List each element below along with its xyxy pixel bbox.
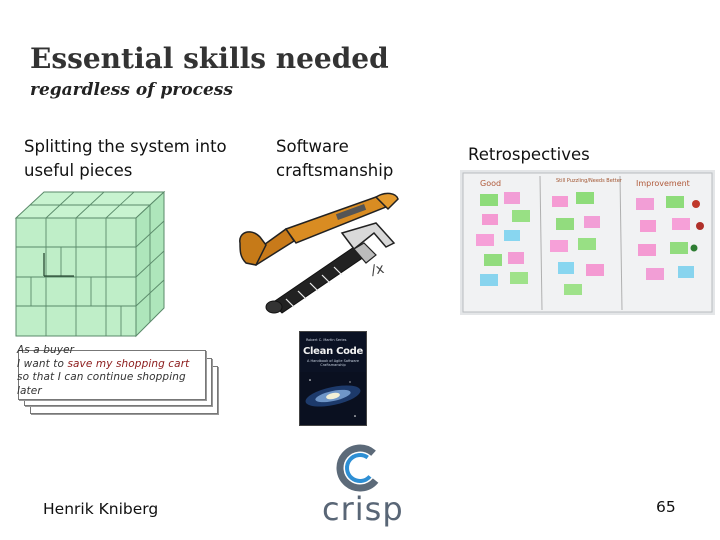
column-label-line: useful pieces — [24, 161, 133, 180]
slide-subtitle: regardless of process — [30, 80, 233, 100]
crisp-logo-icon — [336, 444, 384, 492]
story-line: As a buyer — [17, 344, 75, 356]
board-heading: Improvement — [636, 179, 690, 188]
story-card — [18, 350, 206, 400]
column-label-line: craftsmanship — [276, 161, 394, 180]
slide-title: Essential skills needed — [30, 42, 389, 75]
user-story-text: As a buyer I want to save my shopping ca… — [17, 344, 217, 398]
story-prefix: I want to — [17, 357, 68, 370]
book-title: Clean Code — [302, 346, 364, 357]
column-label-craftsmanship: Software craftsmanship — [276, 135, 393, 183]
book-author: Robert C. Martin Series — [306, 338, 347, 342]
wrench-hammer-illustration: /x — [239, 192, 399, 314]
author-name: Henrik Kniberg — [43, 500, 159, 518]
page-number: 65 — [656, 498, 676, 516]
svg-text:/x: /x — [370, 261, 386, 279]
galaxy-image — [300, 372, 366, 425]
board-heading: Good — [480, 179, 501, 188]
story-line: later — [17, 384, 42, 397]
board-heading: Still Puzzling/Needs Better — [556, 178, 623, 184]
crisp-logo-text: crisp — [322, 490, 404, 528]
column-label-line: Splitting the system into — [24, 137, 227, 156]
column-label-retrospectives: Retrospectives — [468, 143, 590, 167]
retrospective-whiteboard-photo: Good Still Puzzling/Needs Better Improve… — [460, 170, 715, 315]
column-label-splitting: Splitting the system into useful pieces — [24, 135, 227, 183]
story-line: I want to save my shopping cart — [17, 358, 217, 372]
column-label-line: Software — [276, 137, 349, 156]
column-label-line: Retrospectives — [468, 145, 590, 164]
clean-code-book: Robert C. Martin Series Clean Code A Han… — [299, 331, 367, 426]
story-highlight: save my shopping cart — [67, 357, 190, 370]
system-cube-illustration — [14, 190, 166, 338]
book-subtitle: A Handbook of Agile Software Craftsmansh… — [306, 359, 360, 367]
story-line: so that I can continue shopping — [17, 371, 186, 383]
